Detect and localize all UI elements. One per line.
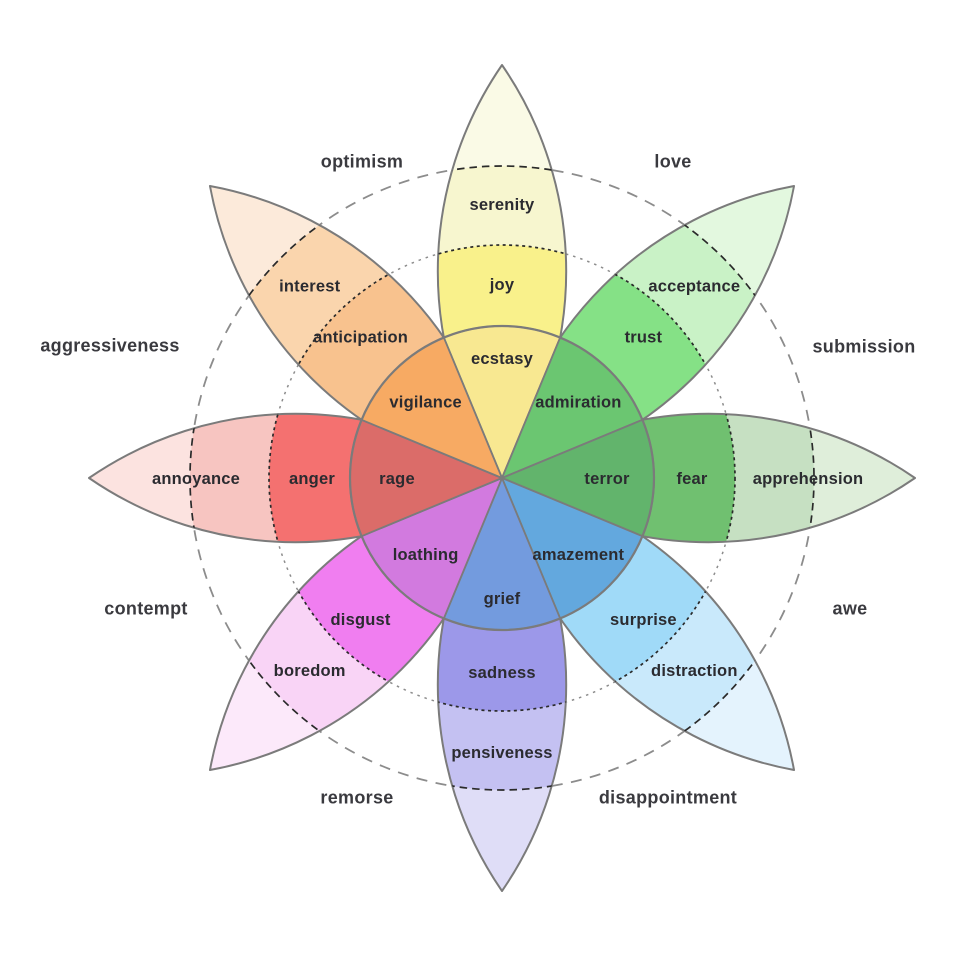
label-anger: anger	[289, 470, 335, 488]
label-ecstasy: ecstasy	[471, 350, 534, 368]
label-pensiveness: pensiveness	[451, 744, 552, 762]
inner-circle-outline	[348, 324, 656, 632]
label-fear: fear	[676, 470, 707, 488]
label-apprehension: apprehension	[753, 470, 864, 488]
dyad-label-optimism: optimism	[321, 151, 403, 171]
label-boredom: boredom	[274, 662, 346, 680]
dyad-label-remorse: remorse	[320, 787, 393, 807]
dyad-label-disappointment: disappointment	[599, 787, 737, 807]
band-divider-arcs	[189, 165, 815, 791]
band-divider-middle	[268, 244, 736, 712]
label-trust: trust	[625, 328, 663, 346]
label-vigilance: vigilance	[389, 393, 461, 411]
label-annoyance: annoyance	[152, 470, 240, 488]
dyad-label-contempt: contempt	[104, 598, 187, 618]
label-sadness: sadness	[468, 664, 535, 682]
label-serenity: serenity	[470, 196, 536, 214]
label-amazement: amazement	[533, 546, 625, 564]
label-interest: interest	[279, 277, 341, 295]
dyad-label-submission: submission	[812, 336, 915, 356]
dyad-label-awe: awe	[833, 598, 868, 618]
label-admiration: admiration	[535, 393, 621, 411]
label-anticipation: anticipation	[313, 328, 408, 346]
label-grief: grief	[484, 590, 521, 608]
dyad-label-love: love	[654, 151, 691, 171]
dyad-label-aggressiveness: aggressiveness	[40, 335, 179, 355]
label-distraction: distraction	[651, 662, 738, 680]
label-joy: joy	[489, 276, 515, 294]
band-divider-outer	[189, 165, 815, 791]
label-terror: terror	[584, 470, 630, 488]
label-surprise: surprise	[610, 611, 677, 629]
label-disgust: disgust	[331, 611, 391, 629]
label-rage: rage	[379, 470, 415, 488]
label-acceptance: acceptance	[648, 277, 740, 295]
label-loathing: loathing	[393, 546, 459, 564]
